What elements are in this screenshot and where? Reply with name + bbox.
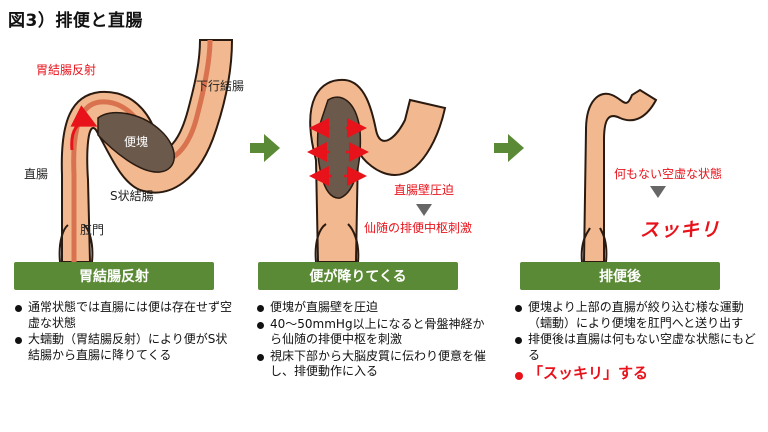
list-item: 排便後は直腸は何もない空虚な状態にもどる <box>514 332 762 363</box>
stimulation-label: 仙随の排便中枢刺激 <box>364 221 473 235</box>
stool-in-rectum <box>316 96 362 199</box>
next-arrow-1 <box>250 134 280 162</box>
highlight-item: 「スッキリ」する <box>514 365 762 382</box>
stool-label: 便塊 <box>124 135 149 149</box>
anus-outline-2 <box>314 223 360 263</box>
down-triangle-2 <box>416 204 432 216</box>
next-arrow-2 <box>494 134 524 162</box>
panel3-bullets: 便塊より上部の直腸が絞り込む様な運動（蠕動）により便塊を肛門へと送り出す 排便後… <box>514 300 762 383</box>
rectum-label: 直腸 <box>24 167 49 181</box>
panel1-bullets: 通常状態では直腸には便は存在せず空虚な状態 大蠕動（胃結腸反射）により便がS状結… <box>14 300 232 364</box>
reflex-label: 胃結腸反射 <box>36 63 97 77</box>
down-triangle-3 <box>650 186 666 198</box>
badge-after-defecation: 排便後 <box>520 262 720 290</box>
panel2-rectum <box>307 78 447 263</box>
badge-stool-descends: 便が降りてくる <box>258 262 458 290</box>
list-item: 視床下部から大脳皮質に伝わり便意を催し、排便動作に入る <box>256 349 496 380</box>
reflex-arrow <box>70 105 98 151</box>
sigmoid-label: S状結腸 <box>110 189 154 203</box>
panel1-intestine <box>58 39 234 263</box>
list-item: 便塊が直腸壁を圧迫 <box>256 300 496 316</box>
panel2-bullets: 便塊が直腸壁を圧迫 40～50mmHg以上になると骨盤神経から仙随の排便中枢を刺… <box>256 300 496 381</box>
panel3-rectum <box>580 88 666 263</box>
empty-state-label: 何もない空虚な状態 <box>614 167 723 181</box>
anus-label: 肛門 <box>80 223 105 237</box>
anus-outline <box>58 224 94 263</box>
list-item: 通常状態では直腸には便は存在せず空虚な状態 <box>14 300 232 331</box>
badge-reflex: 胃結腸反射 <box>14 262 214 290</box>
list-item: 大蠕動（胃結腸反射）により便がS状結腸から直腸に降りてくる <box>14 332 232 363</box>
empty-rectum-wall <box>582 88 658 263</box>
pressure-arrows <box>307 118 369 186</box>
page-title: 図3）排便と直腸 <box>8 11 143 31</box>
anus-outline-3 <box>580 227 608 263</box>
list-item: 便塊より上部の直腸が絞り込む様な運動（蠕動）により便塊を肛門へと送り出す <box>514 300 762 331</box>
descending-colon-label: 下行結腸 <box>196 79 245 93</box>
sukkiri-text: スッキリ <box>640 219 721 241</box>
pressure-label: 直腸壁圧迫 <box>394 183 455 197</box>
stool-mass <box>97 111 175 173</box>
list-item: 40～50mmHg以上になると骨盤神経から仙随の排便中枢を刺激 <box>256 317 496 348</box>
